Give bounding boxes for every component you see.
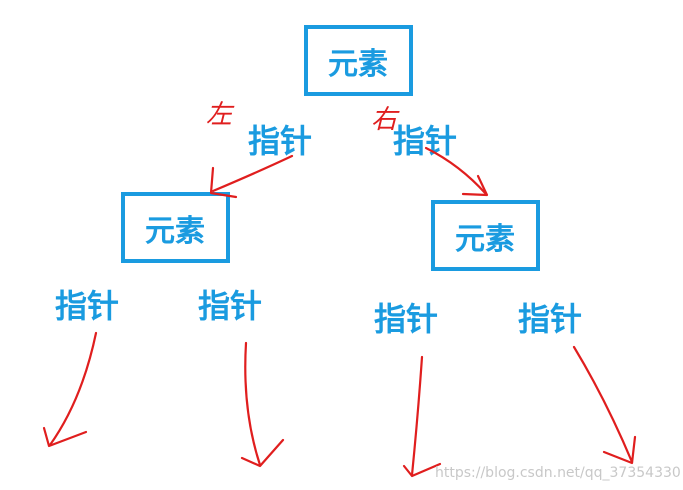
root-node-label: 元素	[328, 47, 388, 82]
root-left-pointer: 指针	[248, 122, 312, 160]
left-child-node-box	[121, 192, 230, 263]
right-child-left-pointer: 指针	[374, 300, 438, 338]
arrow-root-to-left	[209, 154, 294, 199]
right-child-right-pointer: 指针	[518, 300, 582, 338]
arrow-left-left-null	[42, 331, 98, 448]
right-child-node-box	[431, 200, 540, 271]
root-right-pointer: 指针	[393, 122, 457, 160]
watermark-text: https://blog.csdn.net/qq_37354330	[435, 465, 681, 481]
arrow-right-right-null	[572, 345, 637, 465]
right-child-node-label: 元素	[455, 222, 515, 257]
root-node-box	[304, 25, 413, 96]
right-annotation: 右	[371, 105, 400, 135]
arrow-left-right-null	[240, 341, 285, 468]
left-annotation: 左	[206, 100, 235, 130]
arrow-root-to-right	[424, 146, 489, 197]
left-child-right-pointer: 指针	[198, 287, 262, 325]
left-child-node-label: 元素	[145, 214, 205, 249]
left-child-left-pointer: 指针	[55, 287, 119, 325]
arrow-right-left-null	[402, 355, 442, 478]
